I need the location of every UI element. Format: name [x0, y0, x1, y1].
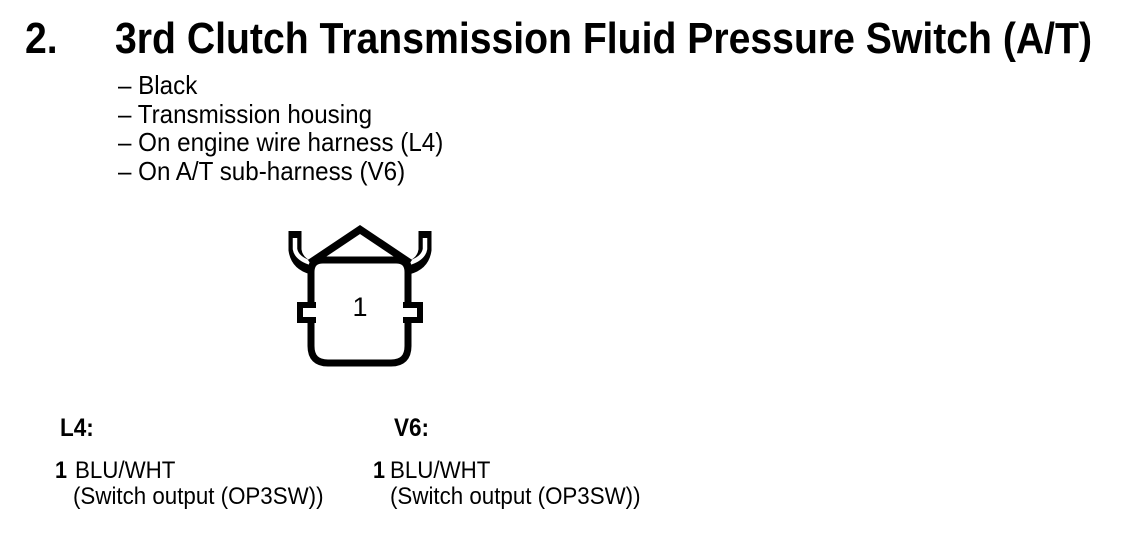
connector-pin-1-label: 1: [352, 292, 367, 322]
page-title: 3rd Clutch Transmission Fluid Pressure S…: [115, 14, 1093, 63]
connector-left-tab: [297, 302, 316, 323]
detail-line-color: – Black: [118, 70, 198, 100]
connector-right-tab: [403, 302, 423, 323]
connector-lock-tab: [307, 224, 413, 267]
l4-pin-1-wire: BLU/WHT: [75, 457, 176, 484]
detail-line-location: – Transmission housing: [118, 99, 373, 129]
harness-label-l4: L4:: [60, 414, 94, 442]
v6-pin-1-number: 1: [373, 457, 386, 484]
l4-pin-1-number: 1: [55, 457, 68, 484]
v6-pin-1-function: (Switch output (OP3SW)): [390, 483, 641, 510]
v6-pin-1-wire: BLU/WHT: [390, 457, 491, 484]
detail-line-harness-v6: – On A/T sub-harness (V6): [118, 156, 406, 186]
detail-line-harness-l4: – On engine wire harness (L4): [118, 127, 444, 157]
section-number: 2.: [25, 14, 58, 63]
harness-label-v6: V6:: [394, 414, 430, 442]
connector-diagram: 1: [288, 224, 432, 367]
connector-body: [307, 256, 412, 367]
l4-pin-1-function: (Switch output (OP3SW)): [73, 483, 324, 510]
